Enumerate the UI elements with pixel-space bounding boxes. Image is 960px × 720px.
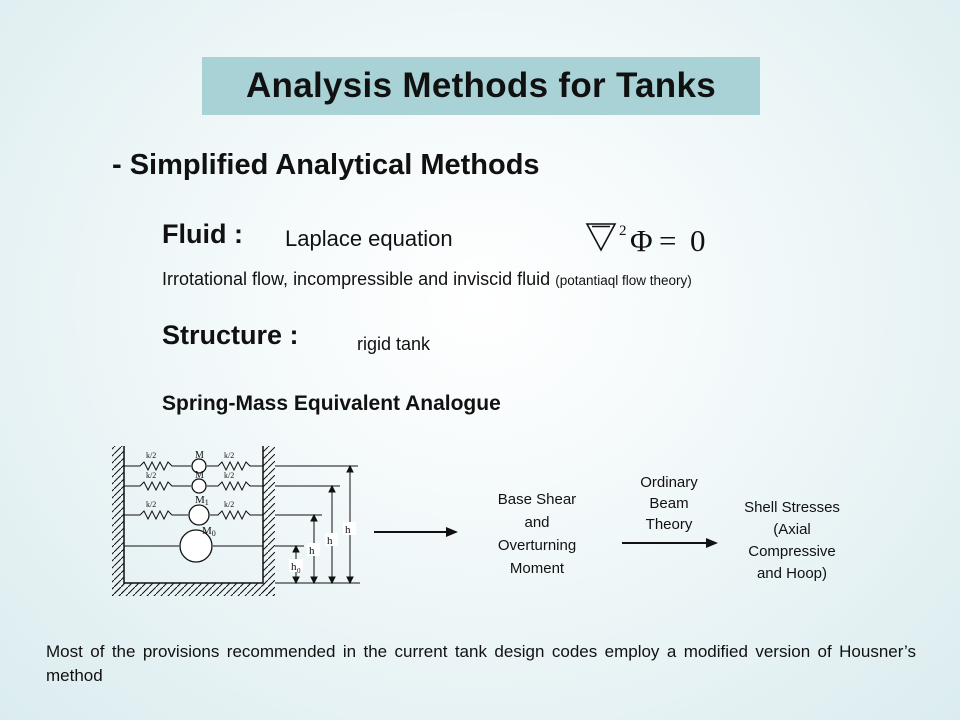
shell-stresses-line-3: Compressive [748, 543, 836, 560]
shell-stresses-line-2: (Axial [773, 521, 811, 538]
beam-theory-line-3: Theory [645, 516, 693, 533]
nabla-symbol [585, 223, 617, 252]
base-shear-line-1: Base Shear [497, 491, 577, 508]
spring-left-1 [124, 460, 191, 472]
height-label-4: h [291, 561, 297, 573]
beam-theory-label: Ordinary Beam Theory [622, 472, 716, 535]
height-label-4-sub: 0 [297, 567, 301, 575]
section-subtitle: - Simplified Analytical Methods [112, 149, 540, 181]
page-title: Analysis Methods for Tanks [245, 66, 717, 105]
formula-phi: Φ [630, 223, 653, 258]
spring-right-1 [207, 460, 263, 472]
right-wall [263, 446, 275, 596]
spring-label-r1: k/2 [224, 451, 234, 460]
arrow-to-shell-stresses [622, 538, 718, 548]
mass-label-3: M1 [195, 494, 209, 507]
spring-label-r3: k/2 [224, 500, 234, 509]
beam-theory-line-1: Ordinary [640, 474, 698, 491]
base-shear-line-4: Moment [509, 560, 565, 577]
mass-label-2: M [195, 470, 204, 481]
fluid-assumptions-text: Irrotational flow, incompressible and in… [162, 269, 551, 289]
mass-3 [188, 504, 210, 526]
height-label-2: h [327, 535, 333, 547]
height-label-1: h [345, 524, 351, 536]
spring-right-3 [210, 509, 263, 521]
spring-label-r2: k/2 [224, 471, 234, 480]
arrow-to-base-shear [374, 527, 458, 537]
spring-label-l1: k/2 [146, 451, 156, 460]
base-shear-text: Base Shear and Overturning Moment [481, 488, 593, 580]
tank-base [112, 583, 275, 596]
height-label-3: h [309, 545, 315, 557]
beam-theory-line-2: Beam [649, 495, 689, 512]
spring-right-2 [207, 480, 263, 492]
formula-equals: = [659, 223, 676, 258]
left-wall [112, 446, 124, 596]
mass-label-4: M0 [202, 525, 216, 538]
mass-label-1: M [195, 450, 204, 461]
structure-description: rigid tank [357, 334, 431, 354]
mass-4 [179, 529, 213, 563]
formula-superscript: 2 [619, 223, 627, 239]
title-box: Analysis Methods for Tanks [202, 57, 760, 115]
spring-label-l3: k/2 [146, 500, 156, 509]
analogue-title: Spring-Mass Equivalent Analogue [162, 392, 501, 415]
laplace-formula: 2 Φ = 0 [585, 223, 706, 258]
fluid-assumptions: Irrotational flow, incompressible and in… [162, 269, 692, 290]
spring-left-2 [124, 480, 191, 492]
shell-stresses-line-4: and Hoop) [756, 565, 828, 582]
base-shear-line-2: and [524, 514, 550, 531]
shell-stresses-line-1: Shell Stresses [744, 499, 840, 516]
spring-left-3 [124, 509, 188, 521]
fluid-label: Fluid : [162, 219, 243, 249]
shell-stresses-text: Shell Stresses (Axial Compressive and Ho… [726, 497, 858, 585]
spring-mass-diagram: h h h h 0 M M M1 M0 k/2 k/2 k/2 k/2 k/2 … [112, 446, 360, 596]
footer-note: Most of the provisions recommended in th… [46, 642, 916, 685]
structure-label: Structure : [162, 320, 299, 350]
mass-1 [191, 458, 207, 474]
formula-zero: 0 [690, 223, 706, 258]
mass-2 [191, 478, 207, 494]
fluid-assumptions-note: (potantiaql flow theory) [555, 273, 692, 288]
spring-label-l2: k/2 [146, 471, 156, 480]
base-shear-line-3: Overturning [497, 537, 577, 554]
fluid-description: Laplace equation [285, 226, 453, 251]
